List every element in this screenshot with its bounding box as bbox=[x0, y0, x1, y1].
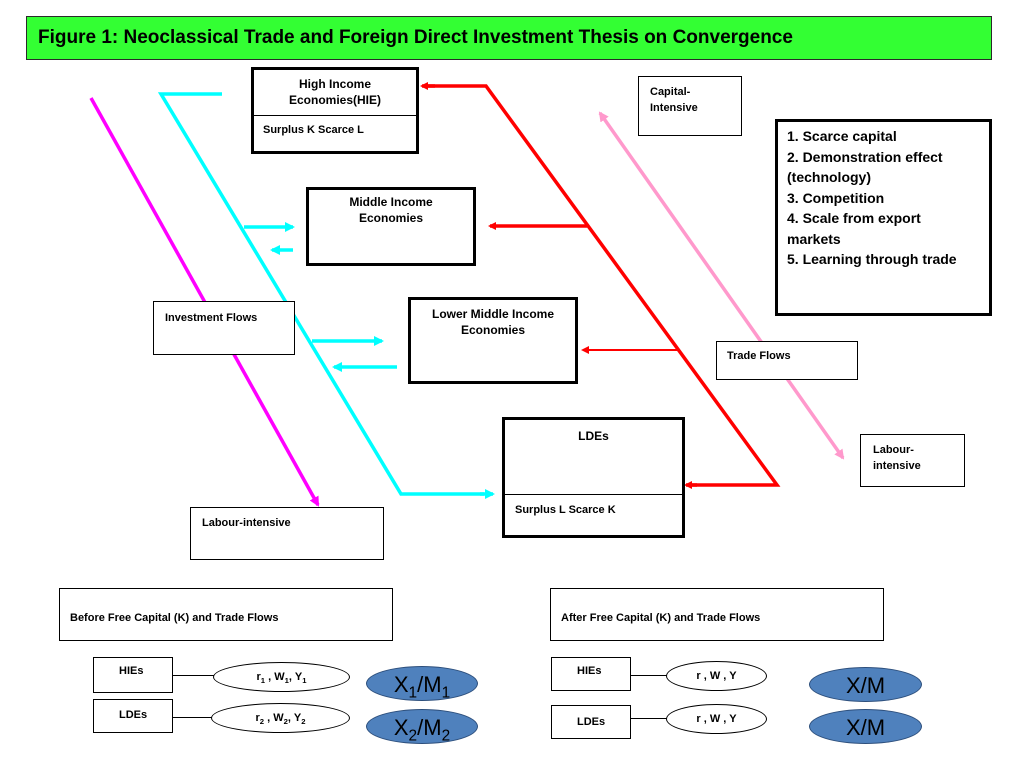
mie-box: Middle Income Economies bbox=[306, 187, 476, 266]
before-hies-connector bbox=[173, 675, 214, 676]
before-heading-box: Before Free Capital (K) and Trade Flows bbox=[59, 588, 393, 641]
before-ldes-label: LDEs bbox=[119, 709, 148, 721]
hie-sub: Surplus K Scarce L bbox=[263, 124, 364, 136]
before-hies-ratio: X1/M1 bbox=[366, 666, 478, 701]
after-ldes-box: LDEs bbox=[551, 705, 631, 739]
after-ldes-label: LDEs bbox=[577, 716, 606, 728]
after-hies-box: HIEs bbox=[551, 657, 631, 691]
mie-title: Middle Income Economies bbox=[349, 195, 433, 225]
after-hies-ratio: X/M bbox=[809, 667, 922, 702]
lde-sub: Surplus L Scarce K bbox=[515, 504, 616, 516]
lde-title: LDEs bbox=[578, 429, 609, 443]
factor-item: 1. Scarce capital bbox=[787, 128, 897, 144]
before-hies-factors: r1 , W1, Y1 bbox=[213, 662, 350, 692]
factor-item: 2. Demonstration effect bbox=[787, 148, 943, 165]
factor-item: markets bbox=[787, 230, 841, 247]
after-hies-factors: r , W , Y bbox=[666, 661, 767, 691]
investment-flow-line bbox=[157, 92, 484, 496]
labour-intensive-right-text: Labour-intensive bbox=[873, 444, 921, 472]
figure-title: Figure 1: Neoclassical Trade and Foreign… bbox=[26, 16, 992, 60]
investment-flows-text: Investment Flows bbox=[165, 312, 258, 324]
hie-title: High Income Economies(HIE) bbox=[288, 77, 381, 107]
labour-intensive-label-left: Labour-intensive bbox=[190, 507, 384, 560]
before-ldes-connector bbox=[173, 717, 214, 718]
trade-flows-text: Trade Flows bbox=[727, 350, 791, 362]
before-hies-label: HIEs bbox=[119, 665, 144, 677]
before-ldes-box: LDEs bbox=[93, 699, 173, 733]
lde-box: LDEs Surplus L Scarce K bbox=[502, 417, 685, 538]
labour-intensive-left-text: Labour-intensive bbox=[202, 517, 291, 529]
after-heading: After Free Capital (K) and Trade Flows bbox=[561, 612, 761, 624]
factor-item: 4. Scale from export bbox=[787, 210, 921, 226]
before-ldes-factors: r2 , W2, Y2 bbox=[211, 703, 350, 733]
factor-item: (technology) bbox=[787, 169, 871, 185]
investment-flows-label: Investment Flows bbox=[153, 301, 295, 355]
after-hies-connector bbox=[631, 675, 667, 676]
capital-labour-arrow bbox=[598, 111, 845, 460]
after-ldes-ratio: X/M bbox=[809, 709, 922, 744]
factor-item: 3. Competition bbox=[787, 189, 885, 206]
before-heading: Before Free Capital (K) and Trade Flows bbox=[70, 612, 279, 624]
trade-flows-label: Trade Flows bbox=[716, 341, 858, 380]
hie-box: High Income Economies(HIE) Surplus K Sca… bbox=[251, 67, 419, 154]
after-heading-box: After Free Capital (K) and Trade Flows bbox=[550, 588, 884, 641]
lmie-title: Lower Middle Income Economies bbox=[431, 307, 554, 337]
after-ldes-factors: r , W , Y bbox=[666, 704, 767, 734]
labour-intensive-label-right: Labour-intensive bbox=[860, 434, 965, 487]
before-ldes-ratio: X2/M2 bbox=[366, 709, 478, 744]
capital-intensive-text: Capital-Intensive bbox=[650, 86, 698, 114]
convergence-factors-list: 1. Scarce capital 2. Demonstration effec… bbox=[775, 119, 992, 316]
factor-item: 5. Learning through trade bbox=[787, 251, 957, 267]
capital-intensive-label: Capital-Intensive bbox=[638, 76, 742, 136]
after-ldes-connector bbox=[631, 718, 667, 719]
before-hies-box: HIEs bbox=[93, 657, 173, 693]
lmie-box: Lower Middle Income Economies bbox=[408, 297, 578, 384]
after-hies-label: HIEs bbox=[577, 665, 602, 677]
